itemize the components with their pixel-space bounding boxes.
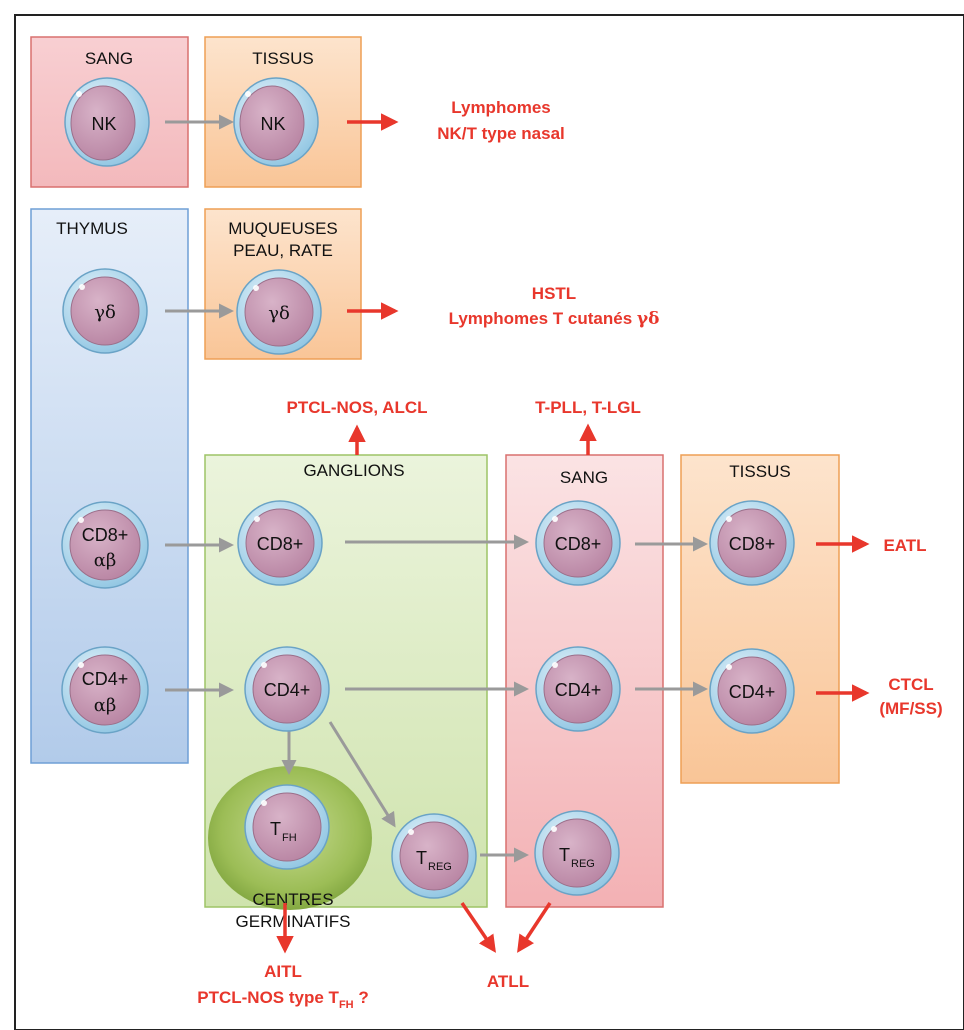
box-tissus-top-label: TISSUS xyxy=(252,49,313,68)
cell-cd8-thymus-ab: αβ xyxy=(94,550,117,571)
cell-cd4-sang: CD4+ xyxy=(535,646,621,732)
outcome-aitl-line1: AITL xyxy=(264,962,302,981)
outcome-gd-line2-text: Lymphomes T cutanés xyxy=(449,309,637,328)
outcome-aitl-line2-q: ? xyxy=(354,988,369,1007)
cell-tfh: T FH xyxy=(244,784,330,870)
red-arrow-treg-ganglions xyxy=(460,902,496,953)
cell-cd4-sang-label: CD4+ xyxy=(555,680,602,700)
outcome-ctcl-line2: (MF/SS) xyxy=(879,699,942,718)
outcome-eatl: EATL xyxy=(883,536,926,555)
cell-cd4-thymus-ab: αβ xyxy=(94,695,117,716)
cell-cd8-thymus-label: CD8+ xyxy=(82,525,129,545)
red-arrows xyxy=(276,113,870,954)
box-tissus-mid-label: TISSUS xyxy=(729,462,790,481)
cell-nk-tissus: NK xyxy=(233,77,319,167)
cell-tfh-sub: FH xyxy=(282,832,297,844)
outcome-aitl-line2: PTCL-NOS type TFH ? xyxy=(197,988,368,1011)
cell-gd-thymus: γδ xyxy=(62,268,148,354)
germinal-center-label-2: GERMINATIFS xyxy=(236,912,351,931)
cell-cd4-thymus-label: CD4+ xyxy=(82,669,129,689)
outcome-aitl-line2-sub: FH xyxy=(339,999,354,1011)
box-peau-rate-label: PEAU, RATE xyxy=(233,241,333,260)
cell-gd-muqueuses: γδ xyxy=(236,269,322,355)
outcome-gd-line2-greek: γδ xyxy=(637,309,660,329)
cell-treg-sang-sub: REG xyxy=(571,858,595,870)
cell-cd8-thymus: CD8+ αβ xyxy=(61,501,149,589)
outcome-ctcl-line1: CTCL xyxy=(888,675,933,694)
cell-tfh-t: T xyxy=(270,819,281,839)
cell-nk-sang-label: NK xyxy=(91,114,116,134)
outcome-gd-line1: HSTL xyxy=(532,284,576,303)
cell-cd8-tissus: CD8+ xyxy=(709,500,795,586)
outer-frame xyxy=(14,14,964,1030)
outcome-nk-line2: NK/T type nasal xyxy=(437,124,565,143)
box-sang-mid-label: SANG xyxy=(560,468,608,487)
cell-nk-sang: NK xyxy=(64,77,150,167)
cell-cd4-ganglions: CD4+ xyxy=(244,646,330,732)
cell-treg-sang: T REG xyxy=(534,810,620,896)
cell-cd4-ganglions-label: CD4+ xyxy=(264,680,311,700)
outcome-gd-line2: Lymphomes T cutanés γδ xyxy=(449,309,660,329)
outcome-ganglions: PTCL-NOS, ALCL xyxy=(286,398,427,417)
outcome-aitl-line2-text: PTCL-NOS type T xyxy=(197,988,339,1007)
box-sang-top-label: SANG xyxy=(85,49,133,68)
cell-cd4-tissus-label: CD4+ xyxy=(729,682,776,702)
outcome-nk-line1: Lymphomes xyxy=(451,98,551,117)
germinal-center-label-1: CENTRES xyxy=(252,890,333,909)
cell-gd-muqueuses-label: γδ xyxy=(268,303,290,324)
cell-treg-ganglions: T REG xyxy=(391,813,477,899)
outcome-atll: ATLL xyxy=(487,972,529,991)
red-arrow-treg-sang xyxy=(517,902,552,953)
cell-cd8-tissus-label: CD8+ xyxy=(729,534,776,554)
cell-cd4-tissus: CD4+ xyxy=(709,648,795,734)
box-ganglions-label: GANGLIONS xyxy=(303,461,404,480)
outcome-sang: T-PLL, T-LGL xyxy=(535,398,641,417)
arrow-cd4-to-treg xyxy=(328,721,396,828)
cell-treg-ganglions-t: T xyxy=(416,848,427,868)
box-muqueuses-label: MUQUEUSES xyxy=(228,219,338,238)
cell-cd8-sang-label: CD8+ xyxy=(555,534,602,554)
box-thymus-label: THYMUS xyxy=(56,219,128,238)
cell-treg-ganglions-sub: REG xyxy=(428,861,452,873)
cell-cd4-thymus: CD4+ αβ xyxy=(61,646,149,734)
cell-cd8-ganglions: CD8+ xyxy=(237,500,323,586)
cell-cd8-sang: CD8+ xyxy=(535,500,621,586)
cell-cd8-ganglions-label: CD8+ xyxy=(257,534,304,554)
cell-nk-tissus-label: NK xyxy=(260,114,285,134)
cell-gd-thymus-label: γδ xyxy=(94,302,116,323)
cell-treg-sang-t: T xyxy=(559,845,570,865)
